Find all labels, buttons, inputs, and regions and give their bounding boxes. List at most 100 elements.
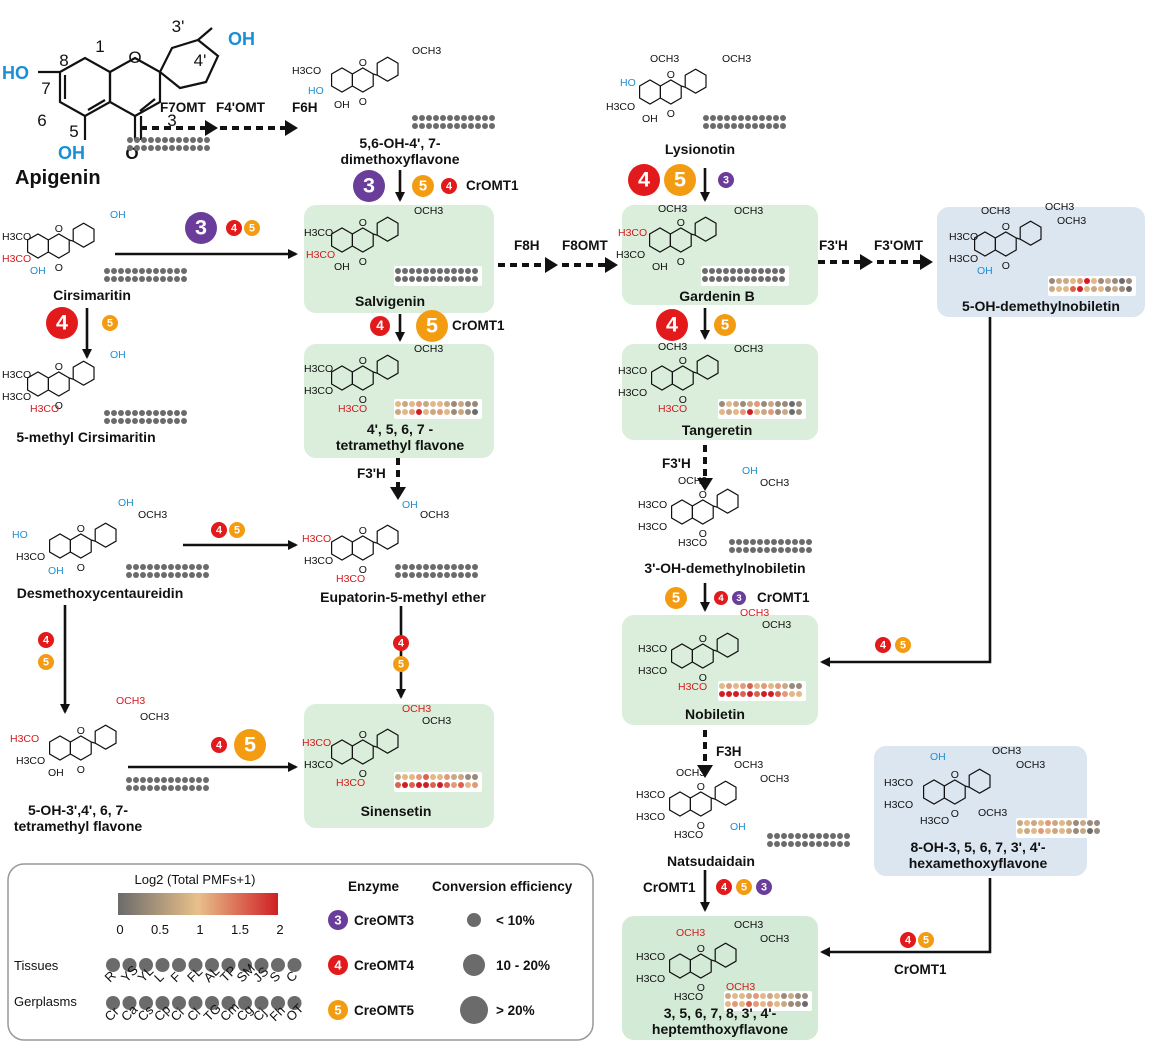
expression-dot [773,115,779,121]
expression-dot [1017,820,1023,826]
arrowhead [205,120,218,136]
atom-label: H3CO [336,777,365,789]
expression-dot [1080,820,1086,826]
expression-dot [1073,820,1079,826]
expression-dot [155,145,161,151]
expression-dot [169,145,175,151]
atom-label: OCH3 [658,203,687,215]
expression-dot [723,276,729,282]
expression-dot [789,691,795,697]
expression-dot [160,268,166,274]
atom-label: OCH3 [740,607,769,619]
efficiency-label: < 10% [496,913,535,928]
dot-grid [767,833,850,847]
expression-dot [844,833,850,839]
expression-dot [104,418,110,424]
expression-dot [789,401,795,407]
expression-dot [760,993,766,999]
expression-dot [111,268,117,274]
expression-dot [759,123,765,129]
atom-label: OCH3 [734,919,763,931]
atom-label: O [359,564,367,576]
expression-dot [125,410,131,416]
expression-dot [475,115,481,121]
atom-label: H3CO [304,555,333,567]
label-dihydroxy-line2: dimethoxyflavone [340,151,459,167]
expression-dot [182,564,188,570]
expression-dot [768,691,774,697]
germplasm-dot [238,996,252,1010]
expression-dot [140,777,146,783]
expression-dot [766,123,772,129]
atom-label: OCH3 [658,341,687,353]
expression-dot [482,123,488,129]
badge-circle [211,737,227,753]
expression-dot [181,276,187,282]
expression-dot [737,276,743,282]
atom-label: OCH3 [1045,201,1074,213]
expression-dot [139,268,145,274]
expression-dot [444,572,450,578]
expression-dot [475,123,481,129]
expression-dot [458,782,464,788]
expression-dot [716,276,722,282]
atom-label: H3CO [2,231,31,243]
expression-dot [451,409,457,415]
legend-enzyme-name: CreOMT3 [354,913,415,928]
expression-dot [1105,278,1111,284]
pos-8-label: 8 [59,51,68,70]
expression-dot [409,774,415,780]
expression-dot [802,833,808,839]
badge-number: 5 [419,179,427,195]
enzyme-cromt1-c: CrOMT1 [757,590,810,605]
badge-circle [756,879,772,895]
expression-dot [416,572,422,578]
germplasm-dot [205,996,219,1010]
expression-dot [785,539,791,545]
creomt4-badge: 4 [714,591,728,605]
expression-dot [437,782,443,788]
expression-dot [796,401,802,407]
atom-label: OCH3 [1057,215,1086,227]
expression-dot [754,683,760,689]
badge-circle [918,932,934,948]
expression-dot [133,785,139,791]
expression-dot [111,276,117,282]
creomt4-badge: 4 [441,178,457,194]
expression-dot [132,276,138,282]
expression-dot [1056,278,1062,284]
creomt4-badge: 4 [875,637,891,653]
expression-dot [127,137,133,143]
badge-circle [185,212,217,244]
atom-label: H3CO [636,973,665,985]
badge-number: 4 [43,634,49,646]
expression-dot [759,115,765,121]
expression-dot [141,145,147,151]
atom-label: OCH3 [760,933,789,945]
atom-label: OH [334,99,350,111]
expression-dot [736,539,742,545]
expression-dot [167,276,173,282]
expression-dot [430,564,436,570]
atom-label: O [699,633,707,645]
atom-label: OCH3 [414,343,443,355]
expression-dot [203,777,209,783]
expression-dot [447,115,453,121]
atom-label: OCH3 [981,205,1010,217]
atom-label: H3CO [302,533,331,545]
expression-dot [189,777,195,783]
expression-dot [168,785,174,791]
expression-dot [792,539,798,545]
expression-dot [732,993,738,999]
expression-dot [472,401,478,407]
box-hexamethoxy [874,746,1087,876]
tissue-dot [188,958,203,972]
colorbar-tick-label: 1.5 [231,922,249,937]
expression-dot [1070,278,1076,284]
dot-grid [718,681,806,701]
